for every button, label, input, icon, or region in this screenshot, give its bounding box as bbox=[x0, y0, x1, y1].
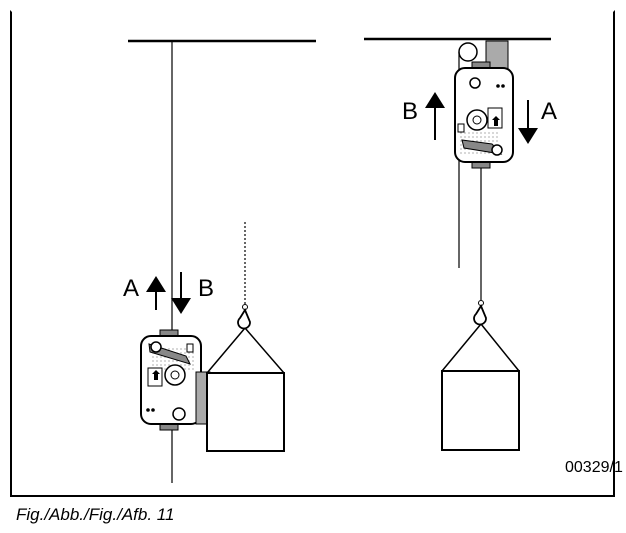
right-load-hook bbox=[473, 304, 487, 326]
right-sling bbox=[441, 323, 520, 372]
left-load-box bbox=[206, 372, 285, 452]
right-load-box bbox=[441, 370, 520, 451]
figure-frame bbox=[10, 10, 615, 497]
right-label-down: A bbox=[541, 98, 558, 125]
right-label-up: B bbox=[402, 98, 419, 125]
right-scene bbox=[364, 37, 551, 451]
left-label-down: B bbox=[198, 275, 215, 302]
right-pulley bbox=[458, 42, 478, 62]
right-hoist-device bbox=[454, 61, 514, 169]
left-scene bbox=[128, 39, 316, 483]
left-sling bbox=[206, 327, 285, 374]
left-label-up: A bbox=[123, 275, 140, 302]
left-hoist-device bbox=[140, 329, 211, 431]
left-load-hook bbox=[237, 308, 251, 330]
figure-caption: Fig./Abb./Fig./Afb. 11 bbox=[16, 505, 175, 524]
document-code: 00329/1 bbox=[565, 459, 623, 476]
